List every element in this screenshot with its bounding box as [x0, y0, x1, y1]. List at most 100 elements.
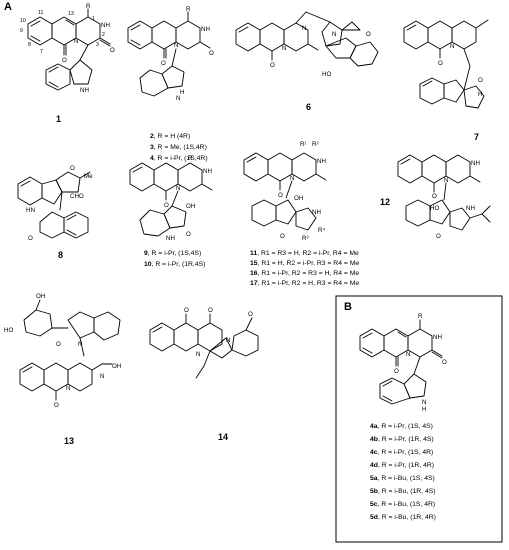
c14-n2-label: N [226, 337, 230, 344]
c13-oh2-label: OH [112, 363, 121, 370]
compound-13-label: 13 [64, 436, 74, 446]
c12-nh-label: NH [471, 160, 480, 167]
c9-oh-label: OH [186, 203, 195, 210]
c13-n-label: N [78, 341, 82, 348]
svg-text:15, R1 = H, R2 = i-Pr, R3 = R4: 15, R1 = H, R2 = i-Pr, R3 = R4 = Me [250, 260, 359, 267]
c1-num-13: 13 [68, 11, 74, 17]
c8-hn-label: HN [26, 207, 35, 214]
c1-num-2: 2 [102, 32, 105, 38]
c11-o2-label: O [280, 233, 285, 240]
c13-ho-label: HO [4, 327, 13, 334]
c1-num-7: 7 [40, 49, 43, 55]
compound-8-structure [17, 171, 91, 239]
svg-text:5c, R = i-Bu, (1S, 4R): 5c, R = i-Bu, (1S, 4R) [370, 501, 435, 508]
svg-text:5a, R = i-Bu, (1S, 4S): 5a, R = i-Bu, (1S, 4S) [370, 475, 435, 482]
c2-o-label: O [161, 60, 166, 67]
c1-num-10: 10 [20, 18, 26, 24]
c6-o-label: O [270, 62, 275, 69]
c1-o-label: O [62, 57, 67, 64]
c13-o-label: O [56, 341, 61, 348]
c8-o2-label: O [28, 235, 33, 242]
compound-7-structure [403, 19, 489, 109]
c2-n3-label: N [176, 95, 180, 102]
c9-nh-label: NH [203, 168, 212, 175]
c11-r1-label: R¹ [300, 141, 307, 148]
c1-o2-label: O [110, 47, 115, 54]
c11-r3-label: R³ [302, 235, 309, 242]
compound-7-label: 7 [474, 132, 479, 142]
c2-nh-label: NH [201, 26, 210, 33]
c8-cho-label: CHO [70, 193, 84, 200]
c1-num-3: 3 [96, 42, 99, 48]
c1-nh2-label: NH [80, 87, 89, 94]
compound-9-10-caption: 9, R = i-Pr, (1S,4S) 10, R = i-Pr, (1R,4… [144, 250, 205, 268]
c14-o3-label: O [248, 311, 253, 318]
compound-2-4-structure [127, 11, 211, 97]
compound-13-structure [19, 299, 121, 401]
c12-o-label: O [432, 193, 437, 200]
c11-o-label: O [278, 192, 283, 199]
c12-n-label: N [444, 177, 448, 184]
panel-b-caption: 4a, R = i-Pr, (1S, 4S) 4b, R = i-Pr, (1R… [370, 423, 436, 521]
c2-o2-label: O [209, 50, 214, 57]
svg-text:2, R = H (4R): 2, R = H (4R) [150, 133, 190, 140]
svg-text:16, R1 = i-Pr, R2 = R3 = H, R4: 16, R1 = i-Pr, R2 = R3 = H, R4 = Me [250, 270, 359, 277]
svg-text:4c, R = i-Pr, (1S, 4R): 4c, R = i-Pr, (1S, 4R) [370, 449, 433, 456]
compound-14-structure [149, 313, 259, 379]
c9-r-label: R [188, 155, 193, 162]
c13-o2-label: O [54, 402, 59, 409]
c6-n3-label: N [332, 31, 336, 38]
c9-o-label: O [164, 202, 169, 209]
c11-nh2-label: NH [312, 209, 321, 216]
c4a-o-label: O [394, 368, 399, 375]
c11-nh-label: NH [317, 158, 326, 165]
panel-a-label: A [4, 1, 12, 13]
c13-n3-label: N [100, 373, 104, 380]
panel-b-frame [335, 295, 503, 543]
svg-text:3, R = Me, (1S,4R): 3, R = Me, (1S,4R) [150, 144, 207, 151]
c6-ho-label: HO [322, 71, 331, 78]
compound-6-structure [235, 11, 379, 67]
c8-me-label: Me [84, 173, 93, 180]
c14-n-label: N [196, 351, 200, 358]
c13-n2-label: N [66, 385, 70, 392]
c14-o2-label: O [208, 307, 213, 314]
compound-8-label: 8 [58, 250, 63, 260]
compound-4a-5d-structure [359, 319, 443, 405]
c4a-r-label: R [418, 313, 423, 320]
compound-12-structure [397, 154, 491, 231]
compound-6-label: 6 [306, 102, 311, 112]
compound-14-label: 14 [218, 432, 228, 442]
c9-o2-label: O [186, 231, 191, 238]
c8-o-label: O [70, 165, 75, 172]
svg-text:17, R1 = i-Pr, R2 = H, R3 = R4: 17, R1 = i-Pr, R2 = H, R3 = R4 = Me [250, 280, 359, 287]
c1-num-11: 11 [38, 10, 43, 16]
c4a-h-label: H [422, 406, 426, 413]
compound-2-4-caption: 2, R = H (4R) 3, R = Me, (1S,4R) 4, R = … [150, 133, 208, 162]
c2-h-label: H [180, 89, 184, 96]
c4a-n2-label: N [422, 399, 426, 406]
svg-text:9, R = i-Pr, (1S,4S): 9, R = i-Pr, (1S,4S) [144, 250, 201, 257]
c7-n-label: N [450, 43, 454, 50]
c11-r4-label: R⁴ [318, 227, 325, 234]
svg-text:5d, R = i-Bu, (1R, 4R): 5d, R = i-Bu, (1R, 4R) [370, 514, 436, 521]
compound-1-label: 1 [56, 114, 61, 124]
c4a-o2-label: O [442, 359, 447, 366]
c1-nh-label: NH [101, 22, 110, 29]
c14-o-label: O [184, 307, 189, 314]
compound-11-17-structure [243, 152, 327, 231]
svg-text:4, R = i-Pr, (1S,4R): 4, R = i-Pr, (1S,4R) [150, 155, 208, 162]
c1-n-label: N [74, 38, 78, 45]
c6-n2-label: N [282, 45, 286, 52]
svg-text:4a, R = i-Pr, (1S, 4S): 4a, R = i-Pr, (1S, 4S) [370, 423, 433, 430]
compound-12-label: 12 [380, 197, 390, 207]
c1-num-1: 1 [92, 16, 95, 22]
c12-nh2-label: NH [466, 205, 475, 212]
c7-o-label: O [438, 60, 443, 67]
c9-n-label: N [176, 185, 180, 192]
c12-ho-label: HO [430, 205, 439, 212]
c1-r-label: R [86, 3, 91, 10]
c12-o2-label: O [436, 233, 441, 240]
c4a-n-label: N [406, 351, 410, 358]
